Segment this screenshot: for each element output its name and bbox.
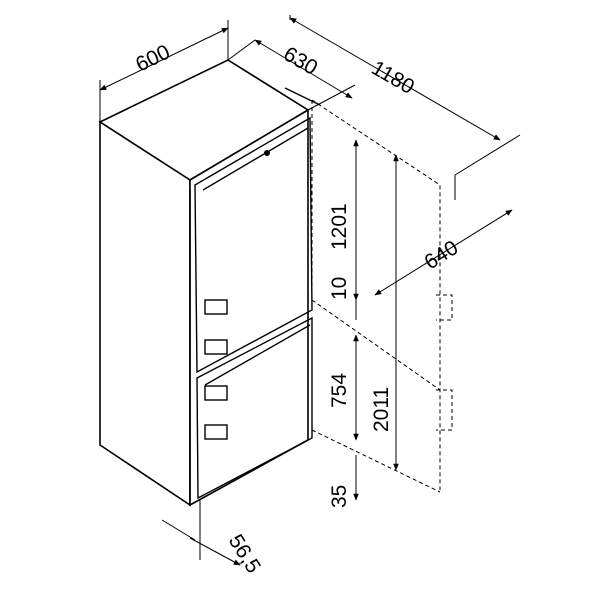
- label-gap: 10: [328, 277, 351, 300]
- label-total-height: 2011: [370, 387, 393, 432]
- label-depth: 630: [280, 42, 322, 79]
- fridge-body: [100, 60, 308, 505]
- side-wall: [455, 135, 520, 200]
- label-niche-depth: 640: [420, 236, 462, 274]
- label-depth-open: 1180: [368, 56, 419, 99]
- indicator-dot: [264, 150, 270, 156]
- label-plinth: 35: [328, 485, 351, 508]
- label-door-offset: 56,5: [224, 530, 265, 577]
- label-lower-height: 754: [328, 373, 351, 408]
- label-upper-height: 1201: [328, 203, 351, 250]
